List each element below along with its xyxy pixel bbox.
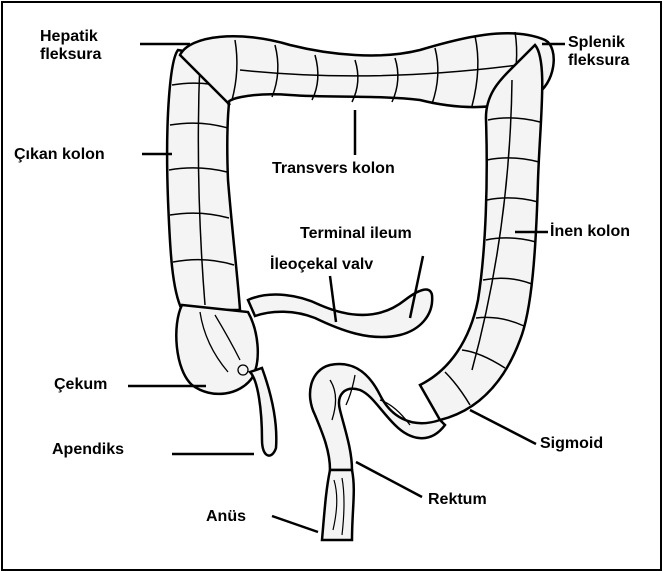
label-sigmoid: Sigmoid: [540, 435, 603, 453]
label-descending-colon: İnen kolon: [550, 223, 630, 241]
label-hepatic-flexure: Hepatik fleksura: [40, 28, 130, 64]
label-terminal-ileum: Terminal ileum: [300, 225, 412, 243]
label-anus: Anüs: [206, 508, 246, 526]
terminal-ileum: [248, 290, 432, 338]
label-splenic-flexure: Splenik fleksura: [568, 34, 658, 70]
rectum: [322, 470, 354, 540]
label-ileocecal-valve: İleoçekal valv: [270, 256, 373, 274]
label-cecum: Çekum: [54, 376, 107, 394]
label-rectum: Rektum: [428, 491, 487, 509]
label-appendix: Apendiks: [52, 441, 124, 459]
label-ascending-colon: Çıkan kolon: [14, 146, 105, 164]
appendix: [250, 368, 276, 456]
label-transverse-colon: Transvers kolon: [272, 160, 395, 178]
